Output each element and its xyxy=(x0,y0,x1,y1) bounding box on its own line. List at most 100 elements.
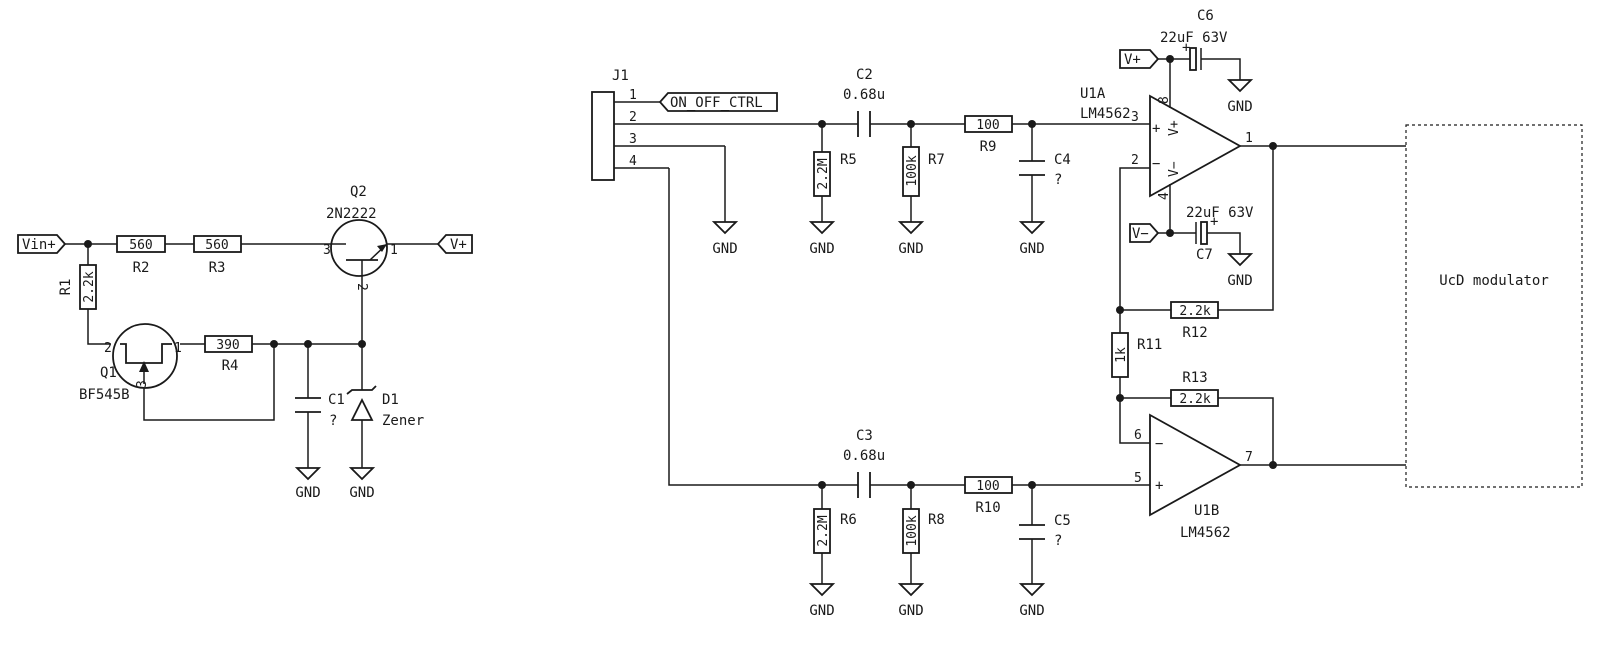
svg-text:Q2: Q2 xyxy=(350,184,367,200)
svg-text:560: 560 xyxy=(129,238,152,253)
svg-text:BF545B: BF545B xyxy=(79,387,130,403)
net-label-v-plus-out: V+ xyxy=(436,234,473,254)
resistor-r4: 390 R4 xyxy=(204,335,253,374)
svg-text:2: 2 xyxy=(354,283,369,291)
svg-text:100k: 100k xyxy=(905,155,920,186)
svg-text:+: + xyxy=(1182,40,1190,56)
svg-text:−: − xyxy=(1155,436,1163,452)
svg-text:22uF 63V: 22uF 63V xyxy=(1186,205,1254,221)
connector-j1: J1 1 2 3 4 xyxy=(591,68,822,181)
transistor-q2: 3 1 2 Q2 2N2222 xyxy=(323,184,398,291)
svg-text:6: 6 xyxy=(1134,428,1142,443)
resistor-r3: 560 R3 xyxy=(193,235,242,276)
gnd-symbol: GND xyxy=(711,221,739,257)
ucd-modulator-block: UcD modulator xyxy=(1405,124,1583,488)
opamp-u1b: − + 6 5 7 U1B LM4562 xyxy=(1119,398,1273,541)
svg-text:GND: GND xyxy=(1019,603,1044,619)
svg-text:R5: R5 xyxy=(840,152,857,168)
gnd-symbol: GND xyxy=(348,467,376,501)
svg-text:2.2M: 2.2M xyxy=(816,158,831,189)
svg-text:?: ? xyxy=(1054,533,1062,549)
svg-text:C4: C4 xyxy=(1054,152,1071,168)
net-label-on-off-ctrl: ON_OFF_CTRL xyxy=(658,92,778,112)
svg-text:LM4562: LM4562 xyxy=(1180,525,1231,541)
svg-text:C5: C5 xyxy=(1054,513,1071,529)
svg-text:GND: GND xyxy=(295,485,320,501)
svg-text:2N2222: 2N2222 xyxy=(326,206,377,222)
svg-text:2.2M: 2.2M xyxy=(816,515,831,546)
gnd-symbol: GND xyxy=(897,221,925,257)
svg-text:GND: GND xyxy=(809,241,834,257)
gnd-symbol: GND xyxy=(808,583,836,619)
svg-text:GND: GND xyxy=(1227,99,1252,115)
svg-text:+: + xyxy=(1152,121,1160,137)
svg-text:GND: GND xyxy=(898,241,923,257)
svg-text:U1B: U1B xyxy=(1194,503,1219,519)
capacitor-c2: C2 0.68u xyxy=(843,67,885,137)
svg-text:390: 390 xyxy=(216,338,239,353)
resistor-r6: 2.2M R6 xyxy=(813,508,857,554)
svg-text:C2: C2 xyxy=(856,67,873,83)
svg-text:V−: V− xyxy=(1132,226,1149,242)
gnd-symbol: GND xyxy=(1018,583,1046,619)
svg-text:+: + xyxy=(1210,214,1218,230)
svg-text:U1A: U1A xyxy=(1080,86,1106,102)
svg-text:2.2k: 2.2k xyxy=(1179,304,1210,319)
svg-text:R13: R13 xyxy=(1182,370,1207,386)
svg-text:ON_OFF_CTRL: ON_OFF_CTRL xyxy=(670,95,763,111)
svg-text:Vin+: Vin+ xyxy=(22,237,56,253)
gnd-symbol: GND xyxy=(1226,79,1254,115)
svg-text:2: 2 xyxy=(104,341,112,356)
svg-text:1: 1 xyxy=(629,88,637,103)
svg-text:3: 3 xyxy=(323,243,331,258)
svg-text:1k: 1k xyxy=(1114,347,1129,363)
resistor-r12: 2.2k R12 xyxy=(1170,301,1219,341)
svg-text:R7: R7 xyxy=(928,152,945,168)
resistor-r8: 100k R8 xyxy=(902,508,945,554)
gnd-symbol: GND xyxy=(1018,221,1046,257)
zener-diode-d1: D1 Zener xyxy=(346,385,424,429)
svg-text:3: 3 xyxy=(629,132,637,147)
svg-text:1: 1 xyxy=(1245,131,1253,146)
resistor-r13: 2.2k R13 xyxy=(1170,370,1219,407)
jfet-q1: 2 1 3 Q1 BF545B xyxy=(79,323,182,403)
svg-text:C6: C6 xyxy=(1197,8,1214,24)
svg-text:2.2k: 2.2k xyxy=(82,271,97,302)
capacitor-c4: C4 ? xyxy=(1019,152,1071,188)
net-label-v-plus: V+ xyxy=(1119,49,1160,69)
svg-text:GND: GND xyxy=(898,603,923,619)
gnd-symbol: GND xyxy=(897,583,925,619)
svg-text:?: ? xyxy=(329,413,337,429)
svg-text:+: + xyxy=(1155,478,1163,494)
svg-text:2.2k: 2.2k xyxy=(1179,392,1210,407)
svg-text:V+: V+ xyxy=(1167,120,1182,136)
svg-text:R2: R2 xyxy=(133,260,150,276)
resistor-r7: 100k R7 xyxy=(902,146,945,197)
svg-text:1: 1 xyxy=(174,341,182,356)
net-label-v-minus: V− xyxy=(1129,223,1160,243)
svg-text:C1: C1 xyxy=(328,392,345,408)
svg-text:Q1: Q1 xyxy=(100,365,117,381)
svg-text:100k: 100k xyxy=(905,515,920,546)
svg-text:1: 1 xyxy=(390,243,398,258)
resistor-r1: 2.2k R1 xyxy=(58,264,97,310)
svg-text:V−: V− xyxy=(1167,161,1182,177)
svg-text:8: 8 xyxy=(1157,96,1172,104)
svg-text:2: 2 xyxy=(629,110,637,125)
svg-text:100: 100 xyxy=(976,479,999,494)
gnd-symbol: GND xyxy=(808,221,836,257)
svg-text:5: 5 xyxy=(1134,471,1142,486)
resistor-r9: 100 R9 xyxy=(964,115,1013,155)
svg-text:3: 3 xyxy=(135,380,150,388)
supply-section: Vin+ V+ 560 R2 560 R3 2.2k R1 390 R xyxy=(17,184,473,501)
svg-text:0.68u: 0.68u xyxy=(843,87,885,103)
svg-text:?: ? xyxy=(1054,172,1062,188)
svg-text:GND: GND xyxy=(349,485,374,501)
svg-text:GND: GND xyxy=(809,603,834,619)
svg-text:UcD modulator: UcD modulator xyxy=(1439,273,1549,289)
svg-text:22uF 63V: 22uF 63V xyxy=(1160,30,1228,46)
svg-text:GND: GND xyxy=(1227,273,1252,289)
capacitor-c3: C3 0.68u xyxy=(843,428,885,498)
svg-text:C7: C7 xyxy=(1196,247,1213,263)
